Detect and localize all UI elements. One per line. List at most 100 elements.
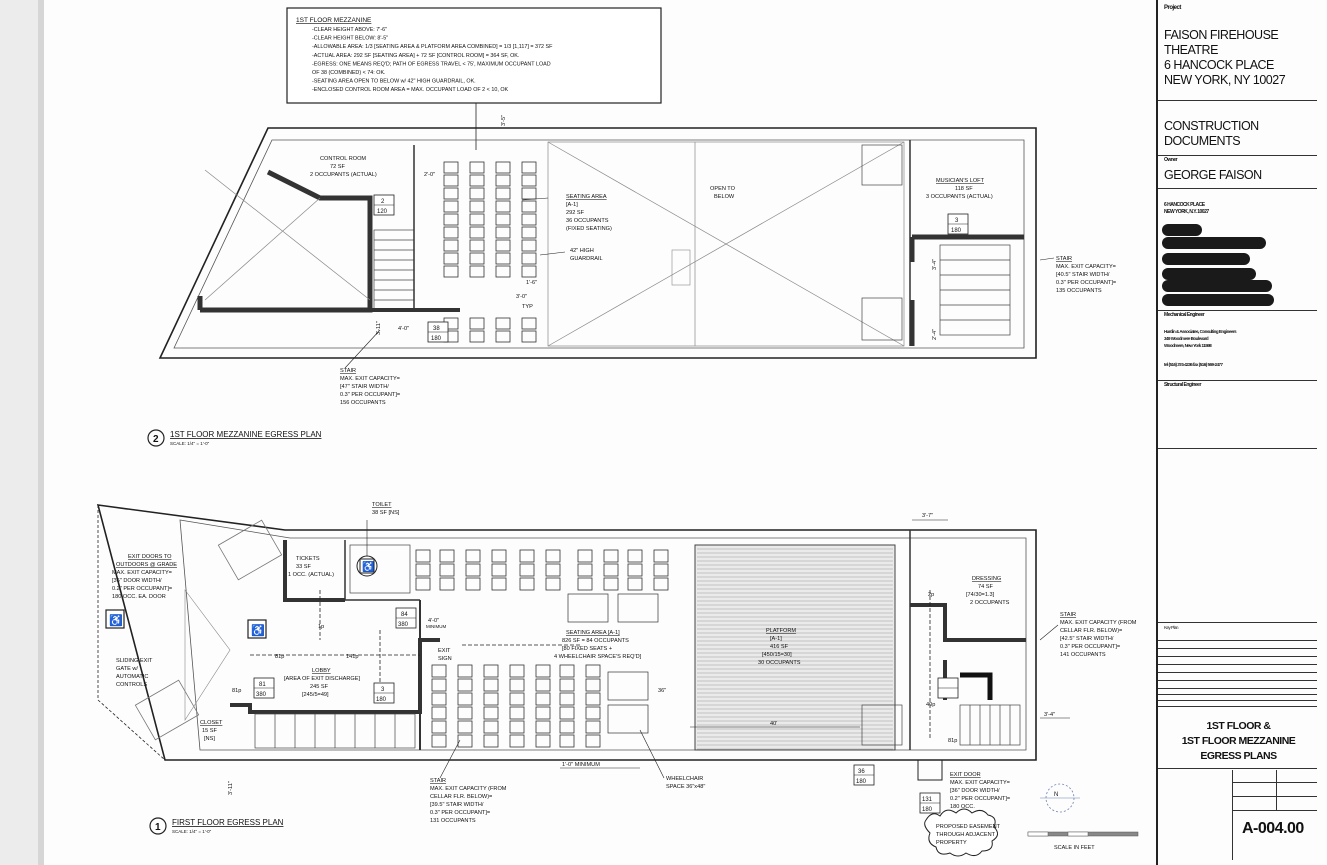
mezzanine-plan-title: 2 1ST FLOOR MEZZANINE EGRESS PLAN SCALE:… bbox=[147, 429, 322, 447]
seat bbox=[545, 577, 561, 591]
seat bbox=[483, 692, 499, 706]
seat bbox=[509, 692, 525, 706]
seat bbox=[509, 734, 525, 748]
seat bbox=[495, 174, 511, 187]
drawing-title-2: 1ST FLOOR MEZZANINE bbox=[1181, 735, 1296, 747]
seat bbox=[415, 563, 431, 577]
seat bbox=[469, 213, 485, 226]
exit-doors-2: OUTDOORS @ GRADE bbox=[116, 562, 177, 568]
easement-2: THROUGH ADJACENT bbox=[936, 832, 996, 838]
seat bbox=[431, 692, 447, 706]
seat bbox=[443, 161, 459, 174]
seat bbox=[483, 706, 499, 720]
seat bbox=[457, 678, 473, 692]
seat bbox=[521, 239, 537, 252]
mech-3: Woodmere, New York 11598 bbox=[1164, 343, 1212, 348]
wheelchair-1: WHEELCHAIR bbox=[666, 776, 703, 782]
seat bbox=[443, 226, 459, 239]
redaction-6 bbox=[1162, 294, 1274, 306]
ground-seating-2: 826 SF = 84 OCCUPANTS bbox=[562, 638, 629, 644]
lobby-load: [245/5=49] bbox=[302, 692, 329, 698]
flow-7: 81p bbox=[948, 738, 957, 744]
seat bbox=[439, 563, 455, 577]
north-label: N bbox=[1054, 792, 1058, 798]
seat bbox=[465, 577, 481, 591]
project-name-1: FAISON FIREHOUSE bbox=[1164, 28, 1279, 42]
seat bbox=[457, 706, 473, 720]
mezz-stair-left-2: MAX. EXIT CAPACITY= bbox=[340, 376, 400, 382]
sliding-gate-2: GATE w/ bbox=[116, 666, 138, 672]
sliding-gate-4: CONTROLS bbox=[116, 682, 147, 688]
mech-1: Hardin & Associates, Consulting Engineer… bbox=[1164, 329, 1237, 334]
seat bbox=[627, 577, 643, 591]
seat bbox=[443, 187, 459, 200]
mezz-stair-right-1: STAIR bbox=[1056, 256, 1072, 262]
redaction-5 bbox=[1162, 280, 1272, 292]
seat bbox=[431, 706, 447, 720]
exit-doors-3: MAX. EXIT CAPACITY= bbox=[112, 570, 172, 576]
exit-door-1: EXIT DOOR bbox=[950, 772, 981, 778]
mezzanine-door-tags: 2 120 38 180 3 180 bbox=[373, 194, 969, 343]
platform-occupants: 30 OCCUPANTS bbox=[758, 660, 801, 666]
musicians-loft-name: MUSICIAN'S LOFT bbox=[936, 178, 985, 184]
seat bbox=[469, 239, 485, 252]
mezzanine-note-lines: -CLEAR HEIGHT ABOVE: 7'-6"-CLEAR HEIGHT … bbox=[312, 27, 553, 93]
seat bbox=[443, 213, 459, 226]
mezzanine-seats bbox=[443, 161, 537, 343]
ground-seating-4: 4 WHEELCHAIR SPACE'S REQ'D] bbox=[554, 654, 642, 660]
mezz-seating-area: 292 SF bbox=[566, 210, 585, 216]
seat bbox=[653, 577, 669, 591]
seat bbox=[495, 226, 511, 239]
platform-class: [A-1] bbox=[770, 636, 782, 642]
control-room-name: CONTROL ROOM bbox=[320, 156, 366, 162]
seat bbox=[535, 706, 551, 720]
mezz-stair-left-5: 156 OCCUPANTS bbox=[340, 400, 386, 406]
seat bbox=[627, 563, 643, 577]
seat bbox=[509, 664, 525, 678]
exit-door-2: MAX. EXIT CAPACITY= bbox=[950, 780, 1010, 786]
mezzanine-note-box: 1ST FLOOR MEZZANINE -CLEAR HEIGHT ABOVE:… bbox=[286, 7, 662, 150]
tickets-name: TICKETS bbox=[296, 556, 320, 562]
dressing-area: 74 SF bbox=[978, 584, 994, 590]
seat bbox=[585, 692, 601, 706]
mezzanine-note-line: -CLEAR HEIGHT ABOVE: 7'-6" bbox=[312, 27, 387, 33]
ground-dim-34: 3'-4" bbox=[1044, 712, 1055, 718]
ground-stair-right-2: MAX. EXIT CAPACITY (FROM bbox=[1060, 620, 1137, 626]
phase-2: DOCUMENTS bbox=[1164, 134, 1241, 148]
flow-3: 1p bbox=[318, 624, 324, 630]
seat bbox=[495, 239, 511, 252]
g-tag-3b: 180 bbox=[376, 697, 387, 703]
seat bbox=[443, 252, 459, 265]
ground-stair-right-1: STAIR bbox=[1060, 612, 1076, 618]
owner-name: GEORGE FAISON bbox=[1164, 168, 1262, 182]
mezz-dim-5: 2'-0" bbox=[424, 172, 435, 178]
mezz-dim-3: 1'-6" bbox=[526, 280, 537, 286]
mezz-stair-left-4: 0.3" PER OCCUPANT]= bbox=[340, 392, 400, 398]
exit-doors-4: [36" DOOR WIDTH/ bbox=[112, 578, 162, 584]
seat bbox=[483, 734, 499, 748]
svg-text:♿: ♿ bbox=[362, 560, 374, 573]
ground-seating-1: SEATING AREA [A-1] bbox=[566, 630, 620, 636]
drawing-title-1: 1ST FLOOR & bbox=[1206, 720, 1271, 732]
seat bbox=[545, 563, 561, 577]
seat bbox=[535, 692, 551, 706]
mezzanine-note-line: -EGRESS: ONE MEANS REQ'D; PATH OF EGRESS… bbox=[312, 61, 551, 67]
seat bbox=[585, 720, 601, 734]
seat bbox=[495, 213, 511, 226]
mezzanine-note-line: -ACTUAL AREA: 292 SF [SEATING AREA] + 72… bbox=[312, 53, 519, 59]
mezz-stair-right-4: 0.3" PER OCCUPANT]= bbox=[1056, 280, 1116, 286]
floor-plan-drawing: 1ST FLOOR MEZZANINE -CLEAR HEIGHT ABOVE:… bbox=[96, 7, 1139, 857]
mezz-tag-3a: 3 bbox=[955, 218, 959, 224]
ground-door-tags: 84 380 81 380 3 180 36 180 131 180 bbox=[253, 607, 959, 814]
seat bbox=[465, 549, 481, 563]
seat bbox=[559, 692, 575, 706]
project-name-2: THEATRE bbox=[1164, 43, 1218, 57]
mezz-seating-type: (FIXED SEATING) bbox=[566, 226, 612, 232]
musicians-loft-area: 118 SF bbox=[955, 186, 973, 192]
exit-sign-1: EXIT bbox=[438, 648, 451, 654]
lobby-area: 245 SF bbox=[310, 684, 329, 690]
seat bbox=[443, 239, 459, 252]
flow-1: 81p bbox=[275, 654, 284, 660]
open-below-2: BELOW bbox=[714, 194, 735, 200]
seat bbox=[483, 720, 499, 734]
